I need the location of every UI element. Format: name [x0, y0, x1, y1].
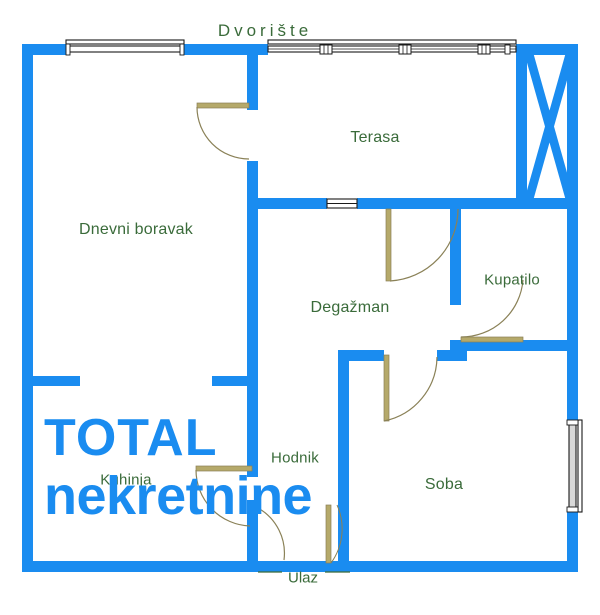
- door-soba: [383, 354, 438, 422]
- wall-hall-kitchen: [247, 359, 258, 477]
- wall-stub-kitchen-right: [212, 376, 258, 386]
- wall-shaft-top: [516, 44, 578, 55]
- wall-shaft-left: [516, 44, 527, 209]
- doors-group: [195, 102, 524, 564]
- wall-stub-left: [22, 376, 80, 386]
- window-terrace-interior: [326, 198, 358, 209]
- wall-soba-left: [338, 350, 349, 572]
- wall-soba-top-right: [437, 350, 467, 361]
- wall-hall-kitchen-lower: [247, 500, 258, 572]
- wall-exterior-bottom: [22, 561, 578, 572]
- wall-bathroom-top: [450, 198, 567, 209]
- windows-group: [65, 39, 583, 513]
- wall-living-terrace-upper: [247, 44, 258, 110]
- wall-exterior-left: [22, 44, 33, 572]
- door-living-terrace: [196, 102, 250, 160]
- wall-bathroom-bottom: [450, 340, 567, 351]
- wall-exterior-right: [567, 44, 578, 572]
- room-label-kuhinja: Kuhinja: [100, 471, 152, 489]
- window-soba: [566, 419, 583, 513]
- wall-terrace-bottom-left: [247, 198, 327, 209]
- window-living-room: [65, 39, 185, 56]
- room-label-hodnik: Hodnik: [271, 449, 319, 467]
- door-kitchen: [195, 465, 253, 527]
- room-label-soba: Soba: [424, 476, 464, 493]
- shaft-cross-diagonal-b: [524, 52, 575, 201]
- wall-living-terrace-lower: [247, 161, 258, 359]
- room-label-terasa: Terasa: [350, 129, 400, 146]
- door-hall-lower: [257, 507, 286, 561]
- wall-bathroom-left: [450, 198, 461, 305]
- window-terrace: [267, 39, 517, 55]
- room-label-degazman: Degažman: [310, 299, 390, 316]
- door-entrance: [325, 504, 343, 564]
- entrance-label-ulaz: Ulaz: [287, 569, 319, 587]
- door-terrace-hall: [385, 208, 459, 282]
- room-label-dnevni-boravak: Dnevni boravak: [79, 221, 193, 238]
- door-bathroom: [460, 279, 524, 343]
- exterior-label-dvoriste: Dvorište: [217, 21, 313, 40]
- wall-soba-top-left: [338, 350, 384, 361]
- wall-terrace-bottom-right: [357, 198, 456, 209]
- walls-group: [22, 44, 578, 572]
- room-label-kupatilo: Kupatilo: [484, 271, 540, 289]
